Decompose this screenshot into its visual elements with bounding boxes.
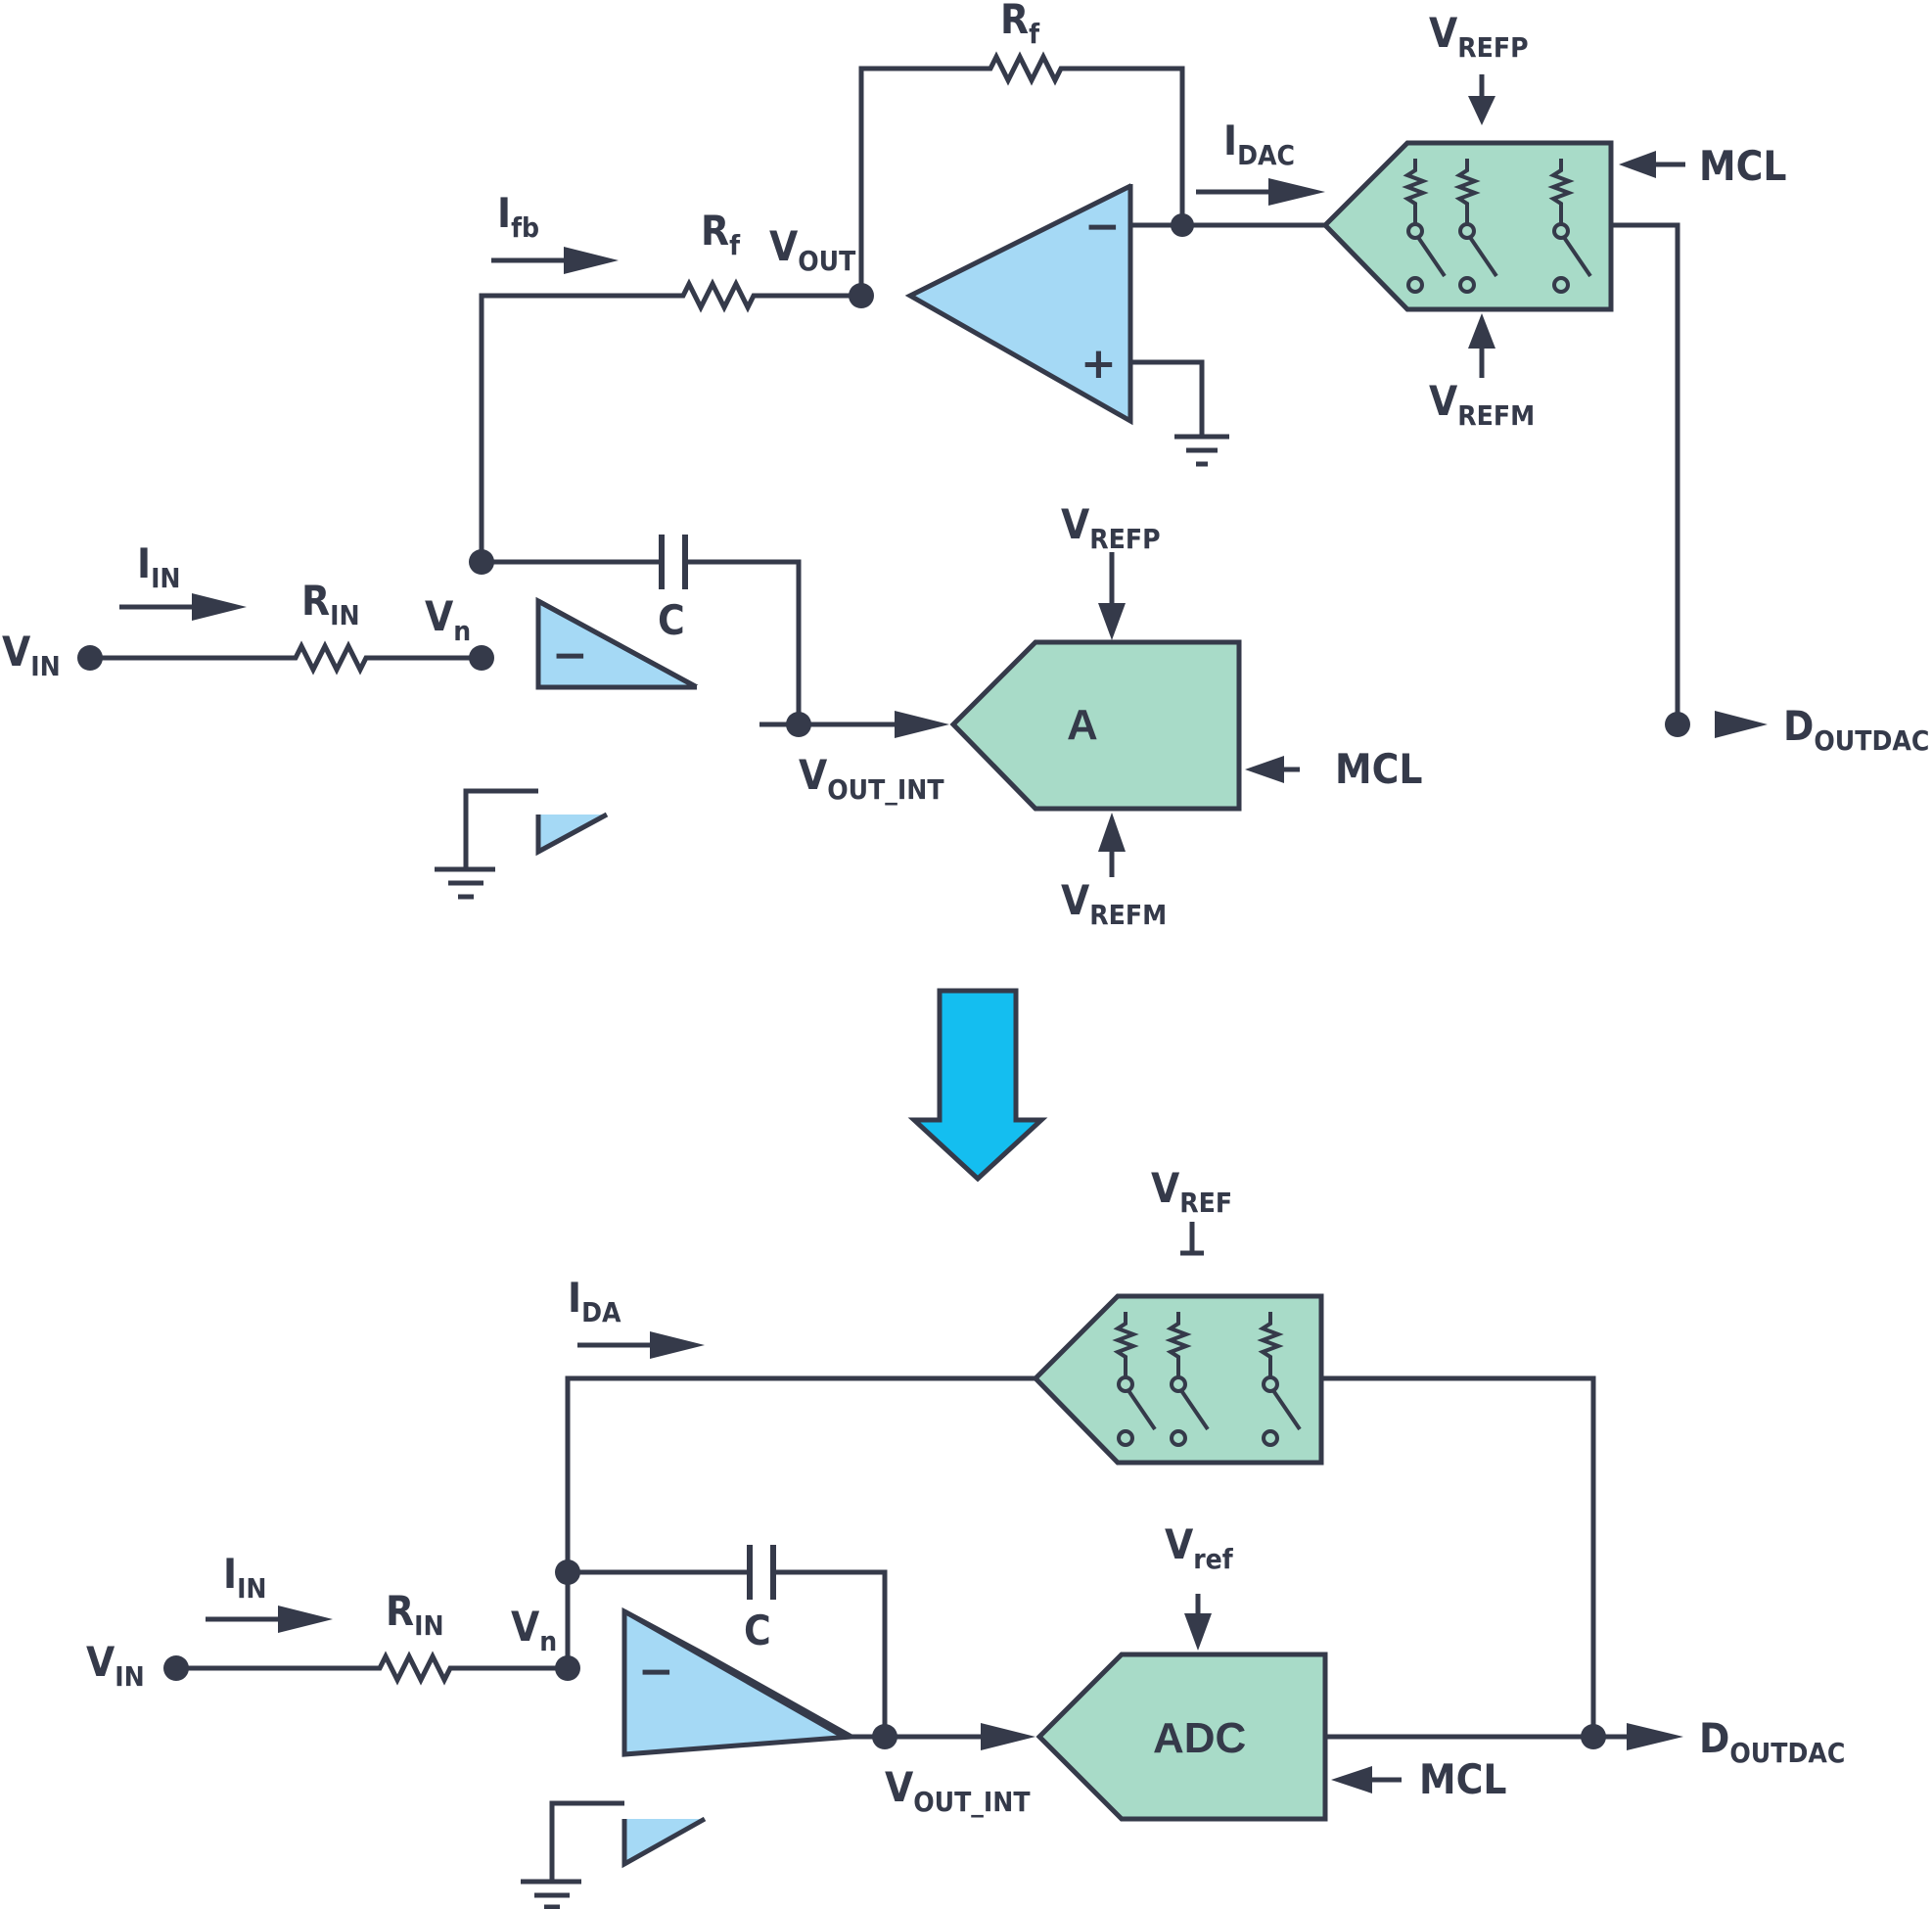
ifb-wire bbox=[479, 278, 861, 560]
rf-mid-label: Rf bbox=[701, 207, 741, 261]
block-a-label: A bbox=[1067, 701, 1098, 749]
vin-label: VIN bbox=[2, 628, 61, 682]
cap-wire bbox=[482, 559, 802, 724]
vrefp1-arrow bbox=[1468, 74, 1495, 125]
vout-int-label: VOUT_INT bbox=[799, 751, 944, 806]
opamp-minus: − bbox=[638, 1647, 674, 1697]
vrefm2-label: VREFM bbox=[1061, 876, 1167, 931]
mcl1-label: MCL bbox=[1699, 142, 1786, 190]
c-label: C bbox=[744, 1606, 771, 1654]
dac-switch-icons bbox=[1112, 1312, 1302, 1447]
c-label: C bbox=[658, 596, 685, 644]
ida-wire bbox=[565, 1375, 1035, 1572]
ground-icon bbox=[521, 1879, 581, 1909]
vn-label: Vn bbox=[511, 1603, 557, 1657]
vref-small-label: Vref bbox=[1165, 1520, 1234, 1575]
opamp1-minus: − bbox=[1084, 202, 1121, 252]
vout-label: VOUT bbox=[769, 222, 856, 277]
vn-node bbox=[555, 1655, 580, 1681]
mcl2-arrow bbox=[1245, 756, 1300, 783]
rf-top-label: Rf bbox=[1000, 0, 1040, 50]
idac-label: IDAC bbox=[1223, 116, 1295, 171]
idac-arrow bbox=[1196, 178, 1325, 206]
cap-wire bbox=[568, 1569, 888, 1737]
doutdac-arrow bbox=[1715, 711, 1768, 738]
vout-int-label: VOUT_INT bbox=[885, 1763, 1031, 1818]
ground-icon bbox=[435, 866, 495, 900]
opamp2-minus: − bbox=[552, 630, 588, 680]
ground-icon bbox=[1174, 434, 1229, 467]
mcl2-label: MCL bbox=[1335, 745, 1422, 793]
mcl-label: MCL bbox=[1419, 1755, 1506, 1803]
vout-node bbox=[849, 283, 874, 308]
mcl1-arrow bbox=[1619, 151, 1685, 178]
vrefp2-arrow bbox=[1098, 552, 1126, 640]
node-dot bbox=[1171, 213, 1194, 237]
vref-small-arrow bbox=[1184, 1594, 1212, 1651]
vrefm1-arrow bbox=[1468, 313, 1495, 378]
adc-label: ADC bbox=[1153, 1714, 1246, 1762]
vn-label: Vn bbox=[425, 592, 471, 647]
vout-int-arrow bbox=[895, 711, 949, 738]
opamp1-plus: + bbox=[1081, 339, 1117, 389]
vref-tick bbox=[1180, 1222, 1204, 1256]
vout-int-node bbox=[786, 712, 811, 737]
vn-node bbox=[469, 645, 494, 671]
dac-switch-icons bbox=[1402, 159, 1592, 294]
input-wire bbox=[90, 640, 482, 675]
vin-label: VIN bbox=[86, 1638, 145, 1693]
top-feedback-wire bbox=[858, 51, 1185, 296]
rin-label: RIN bbox=[386, 1587, 444, 1642]
integrator-plus-wire bbox=[463, 788, 538, 869]
block-a bbox=[949, 639, 1242, 812]
transform-arrow bbox=[907, 988, 1048, 1183]
mcl-arrow bbox=[1331, 1766, 1402, 1793]
dac-output-wire bbox=[1611, 222, 1680, 724]
vout-int-arrow bbox=[981, 1723, 1035, 1750]
bottom-circuit: − ADC VREF IDA IIN RIN Vn VIN bbox=[86, 1164, 1845, 1909]
vref-label: VREF bbox=[1151, 1164, 1232, 1219]
vrefm2-arrow bbox=[1098, 813, 1126, 877]
vrefm1-label: VREFM bbox=[1429, 377, 1535, 432]
ifb-label: Ifb bbox=[497, 189, 539, 244]
rin-label: RIN bbox=[301, 577, 360, 631]
ida-arrow bbox=[577, 1331, 705, 1359]
integrator-plus-wire bbox=[549, 1800, 624, 1882]
vout-int-node bbox=[872, 1724, 897, 1749]
iin-arrow bbox=[119, 593, 247, 621]
input-wire bbox=[176, 1572, 571, 1686]
iin-label: IIN bbox=[223, 1550, 267, 1605]
vrefp1-label: VREFP bbox=[1429, 9, 1529, 64]
doutdac-node bbox=[1581, 1724, 1606, 1749]
cap-plates bbox=[747, 1545, 776, 1600]
iin-label: IIN bbox=[137, 539, 181, 594]
iin-arrow bbox=[206, 1606, 333, 1633]
top-opamp bbox=[904, 181, 1133, 426]
ifb-arrow bbox=[491, 247, 619, 274]
vrefp2-label: VREFP bbox=[1061, 500, 1161, 555]
doutdac-arrow bbox=[1627, 1723, 1683, 1750]
top-circuit: − + bbox=[2, 0, 1929, 931]
dac-right-wire bbox=[1321, 1375, 1596, 1737]
doutdac-label: DOUTDAC bbox=[1699, 1714, 1845, 1769]
doutdac-label: DOUTDAC bbox=[1783, 702, 1929, 757]
cap-plates bbox=[659, 535, 688, 589]
ida-label: IDA bbox=[568, 1274, 621, 1328]
doutdac-node bbox=[1665, 712, 1690, 737]
opamp-plus-ground-wire bbox=[1130, 359, 1205, 437]
